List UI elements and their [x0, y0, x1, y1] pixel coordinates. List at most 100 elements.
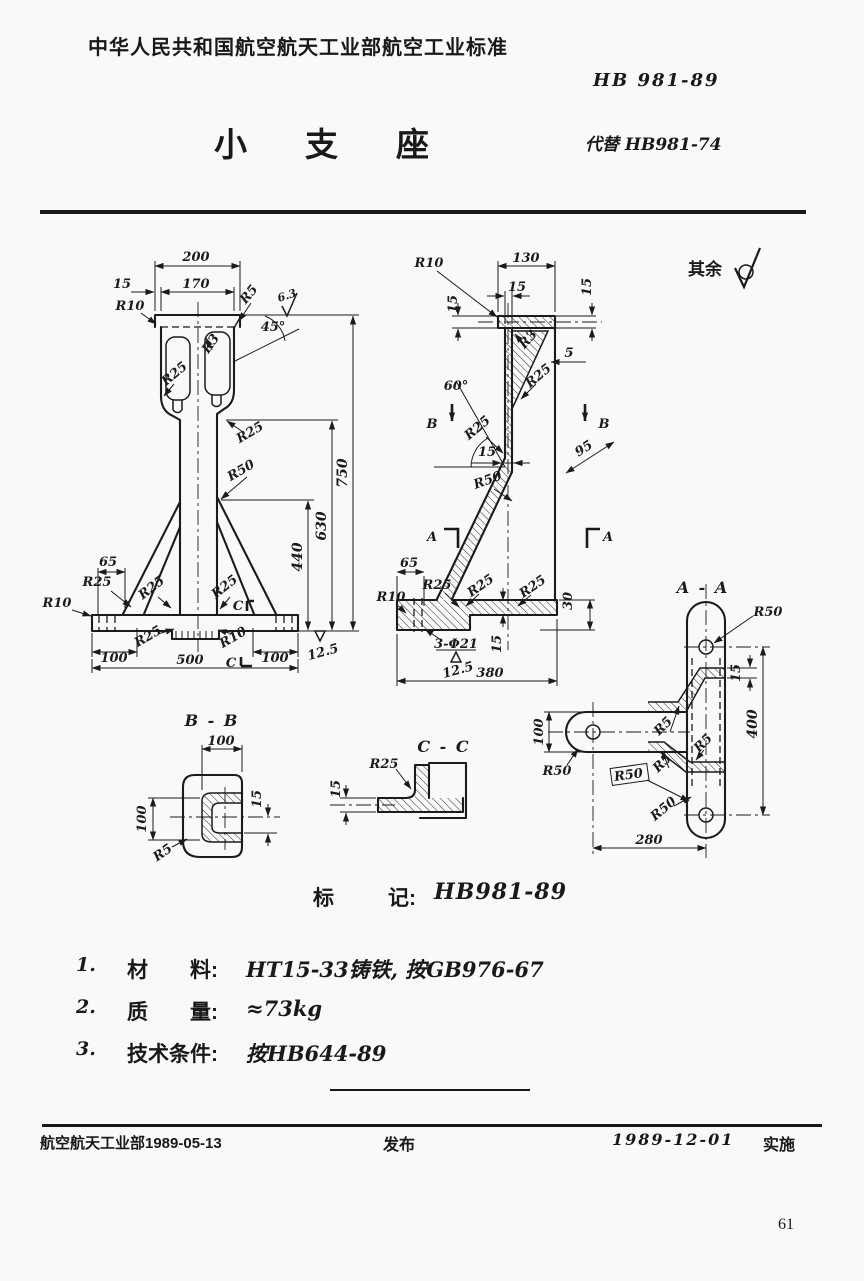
note-row-tech-conditions: 3. 技术条件: 按HB644-89: [0, 1038, 864, 1074]
base-pad-ticks: [175, 631, 213, 639]
dim-label: 15: [478, 445, 496, 460]
note-value: 按HB644-89: [246, 1041, 387, 1066]
footer-implementation-date: 1989-12-01: [612, 1130, 735, 1149]
dim-label: R10: [376, 590, 406, 605]
dim-label: R25: [233, 419, 266, 447]
dim-label: R5: [150, 841, 176, 865]
notes-divider: [330, 1089, 530, 1091]
dim-label: 15: [490, 635, 505, 653]
dim-label: 100: [100, 651, 127, 666]
footer-implementation-label: 实施: [763, 1137, 796, 1154]
section-mark-label: C: [226, 656, 237, 671]
roughness-symbol-icon: [734, 247, 762, 290]
marking-label: 记:: [388, 887, 416, 910]
footer-divider: [42, 1124, 822, 1127]
dim-label: 100: [532, 718, 547, 745]
dim-label: R5: [650, 714, 675, 739]
dim-label: 100: [135, 805, 150, 832]
dim-label: R25: [422, 578, 452, 593]
dim-label: R50: [753, 605, 783, 620]
dim-label: 5: [564, 346, 573, 361]
footer-issuer-date: 航空航天工业部1989-05-13: [40, 1135, 222, 1152]
dim-label: R50: [542, 764, 572, 779]
dim-label: 630: [314, 511, 330, 540]
note-value: ≈73kg: [246, 996, 323, 1021]
section-mark-label: A: [601, 530, 613, 545]
page-number: 61: [778, 1216, 794, 1233]
roughness-label: 12.5: [441, 659, 475, 682]
dim-label: R25: [158, 359, 191, 390]
dim-label: 100: [207, 734, 234, 749]
dim-label: R10: [414, 256, 444, 271]
dim-label: 200: [181, 250, 209, 265]
standard-org-line: 中华人民共和国航空航天工业部航空工业标准: [88, 37, 508, 59]
section-b-b: B - B 100 100 15 R5: [135, 711, 280, 866]
dim-label: 15: [329, 780, 344, 798]
header-divider: [40, 210, 806, 214]
dim-label: R5: [690, 731, 715, 756]
dim-label: R25: [135, 573, 168, 603]
dim-label: R25: [82, 575, 112, 590]
section-title: B - B: [184, 711, 240, 730]
dim-label: 65: [99, 555, 117, 570]
dim-label: R10: [42, 596, 72, 611]
dim-label: 45°: [261, 320, 286, 335]
section-mark-label: C: [233, 599, 244, 614]
dim-label: 380: [476, 666, 503, 681]
surface-roughness-note: 其余: [688, 247, 762, 290]
dim-label: 15: [580, 278, 595, 296]
dim-label: 15: [508, 280, 526, 295]
section-c-c: C - C R25 15: [329, 737, 470, 825]
roughness-label: 6.3: [276, 286, 299, 304]
dim-label: 15: [446, 295, 461, 313]
note-row-material: 1. 材 料: HT15-33铸铁, 按GB976-67: [0, 954, 864, 990]
note-number: 2.: [76, 996, 96, 1018]
dim-label: 15: [250, 790, 265, 808]
dim-label: 65: [400, 556, 418, 571]
dim-label: 280: [634, 833, 662, 848]
dim-label: R50: [647, 794, 680, 825]
note-value: HT15-33铸铁, 按GB976-67: [246, 957, 544, 982]
marking-value: HB981-89: [434, 879, 568, 905]
replaces-note: 代替 HB981-74: [585, 135, 722, 155]
document-title: 小支座: [214, 126, 487, 163]
front-view: 200 170 15 R5 6.3 R10 45° R3 R25 R25 R50…: [42, 250, 359, 673]
dim-label: R25: [131, 623, 164, 651]
note-number: 1.: [76, 954, 96, 976]
dim-label: R10: [216, 624, 249, 652]
dim-label: 130: [512, 251, 539, 266]
dim-label: R10: [115, 299, 145, 314]
dim-label: 15: [729, 664, 744, 682]
section-mark-label: A: [425, 530, 437, 545]
section-mark-label: B: [426, 417, 438, 432]
dim-label: R3: [199, 332, 223, 358]
dim-label: 750: [335, 458, 351, 487]
dim-label: 15: [113, 277, 131, 292]
dim-label: 3-Φ21: [434, 637, 478, 652]
dim-label: R25: [369, 757, 399, 772]
note-row-mass: 2. 质 量: ≈73kg: [0, 996, 864, 1032]
note-number: 3.: [76, 1038, 96, 1060]
note-label: 质 量:: [127, 1001, 218, 1024]
dim-label: 400: [745, 709, 761, 738]
roughness-note-label: 其余: [688, 259, 723, 279]
standard-number: HB 981-89: [593, 70, 720, 91]
dim-label: 60°: [444, 379, 469, 394]
dim-label: 440: [290, 542, 306, 571]
section-title: C - C: [417, 737, 470, 756]
note-label: 技术条件:: [127, 1043, 218, 1066]
dim-label: R25: [464, 572, 497, 601]
section-a-a: A - A: [532, 578, 782, 858]
dim-label: 100: [261, 651, 288, 666]
side-section-view: R10 130 15 15 15 R3 5 R25 60° B B R25 15…: [376, 251, 615, 686]
marking-label: 标: [313, 887, 334, 910]
dim-label: R50: [224, 457, 257, 485]
dim-label: 500: [176, 653, 203, 668]
dim-label: R50: [612, 766, 644, 785]
section-mark-label: B: [598, 417, 610, 432]
note-label: 材 料:: [127, 959, 218, 982]
footer-issue-label: 发布: [383, 1137, 416, 1154]
roughness-label: 12.5: [306, 641, 340, 664]
section-title: A - A: [675, 578, 730, 597]
